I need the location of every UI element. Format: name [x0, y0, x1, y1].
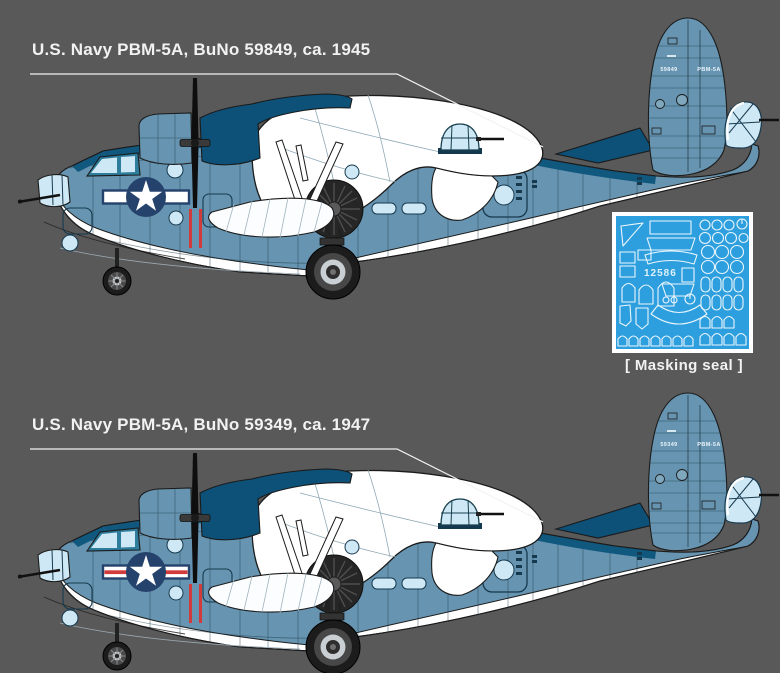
aircraft-profile-1945: 59849 PBM-5A [18, 18, 779, 299]
masking-seal-caption: [ Masking seal ] [624, 357, 744, 374]
tail-buno-1947: 59349 [660, 442, 677, 448]
aircraft-profile-1947: 59349 PBM-5A [18, 393, 779, 673]
masking-seal: 12586 [612, 212, 753, 353]
profile-caption-1947: U.S. Navy PBM-5A, BuNo 59349, ca. 1947 [32, 415, 371, 434]
leader-line-1945 [30, 73, 544, 148]
tail-buno-1945: 59849 [660, 67, 677, 73]
profile-caption-1945: U.S. Navy PBM-5A, BuNo 59849, ca. 1945 [32, 40, 371, 59]
tail-type-1945: PBM-5A [697, 67, 720, 73]
seal-mask-shapes: 12586 [617, 218, 749, 347]
seal-sheet-number: 12586 [644, 268, 677, 279]
leader-line-1947 [30, 448, 544, 523]
tail-type-1947: PBM-5A [697, 442, 720, 448]
